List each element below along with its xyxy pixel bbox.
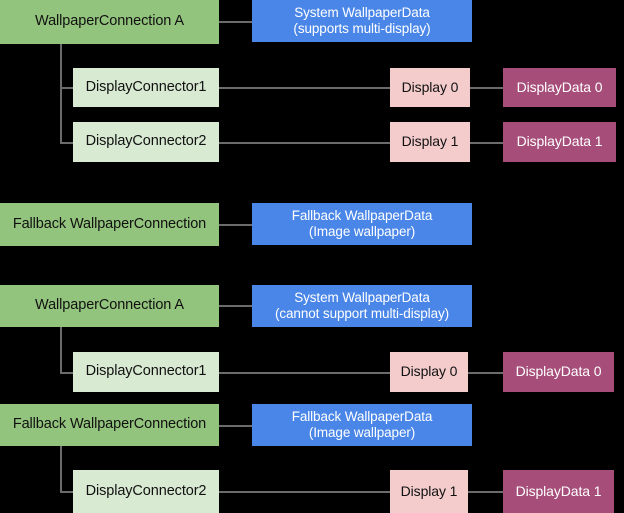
node-fallback-wallpaperdata-2[interactable]: Fallback WallpaperData (Image wallpaper) [252,404,472,446]
node-label: DisplayConnector2 [85,133,207,150]
node-label: DisplayConnector1 [85,363,207,380]
node-label: Display 0 [401,78,459,95]
node-display-data-1[interactable]: DisplayData 1 [503,122,616,162]
node-label: DisplayData 0 [515,363,602,380]
link-n16-n18 [60,446,62,491]
node-display-1[interactable]: Display 1 [390,122,470,162]
link-n9-n10 [219,224,252,226]
node-fallback-wallpaperdata-1[interactable]: Fallback WallpaperData (Image wallpaper) [252,203,472,245]
node-label: DisplayData 1 [515,482,602,499]
node-display-connector-2[interactable]: DisplayConnector2 [73,122,219,162]
node-label: Fallback WallpaperData (Image wallpaper) [291,408,433,440]
node-label: DisplayData 1 [516,133,603,150]
node-label: System WallpaperData (cannot support mul… [274,289,450,321]
node-label: DisplayConnector1 [85,78,207,95]
link-n1-branch2 [60,142,73,144]
node-display-1-2[interactable]: Display 1 [390,470,468,513]
link-n7-n8 [470,142,503,144]
node-label: Display 0 [400,363,458,380]
link-n13-n14 [219,372,390,374]
node-label: Display 1 [400,482,458,499]
node-system-wallpaperdata-supports[interactable]: System WallpaperData (supports multi-dis… [252,0,472,42]
node-display-0[interactable]: Display 0 [390,68,470,107]
node-display-0-2[interactable]: Display 0 [390,352,468,392]
link-n1-n6 [60,44,62,142]
node-label: Fallback WallpaperConnection [12,215,207,232]
link-n16-branch [60,491,73,493]
link-n3-n4 [219,87,390,89]
link-n16-n17 [219,425,252,427]
node-label: Display 1 [401,133,459,150]
node-display-connector-1-2[interactable]: DisplayConnector1 [73,352,219,392]
link-n14-n15 [468,372,503,374]
node-display-data-0-2[interactable]: DisplayData 0 [503,352,614,392]
node-wallpaper-connection-a[interactable]: WallpaperConnection A [0,0,219,44]
node-display-data-0[interactable]: DisplayData 0 [503,68,616,107]
node-label: DisplayConnector2 [85,482,207,499]
link-n11-n12 [219,305,252,307]
link-n19-n20 [468,491,503,493]
link-n6-n7 [219,142,390,144]
link-n1-branch [60,87,73,89]
node-label: WallpaperConnection A [35,13,184,30]
node-display-data-1-2[interactable]: DisplayData 1 [503,470,614,513]
node-display-connector-2-2[interactable]: DisplayConnector2 [73,470,219,513]
node-fallback-wallpaper-connection-2[interactable]: Fallback WallpaperConnection [0,404,219,446]
node-wallpaper-connection-a-2[interactable]: WallpaperConnection A [0,285,219,327]
link-n11-n13 [60,327,62,372]
node-label: WallpaperConnection A [35,297,184,314]
node-label: DisplayData 0 [516,78,603,95]
node-fallback-wallpaper-connection-1[interactable]: Fallback WallpaperConnection [0,203,219,246]
node-display-connector-1[interactable]: DisplayConnector1 [73,68,219,107]
link-n1-n2 [219,21,252,23]
node-label: Fallback WallpaperData (Image wallpaper) [291,207,433,239]
node-label: Fallback WallpaperConnection [12,416,207,433]
link-n4-n5 [470,87,503,89]
link-n18-n19 [219,491,390,493]
node-label: System WallpaperData (supports multi-dis… [293,4,431,36]
node-system-wallpaperdata-cannot[interactable]: System WallpaperData (cannot support mul… [252,285,472,327]
link-n11-branch [60,372,73,374]
